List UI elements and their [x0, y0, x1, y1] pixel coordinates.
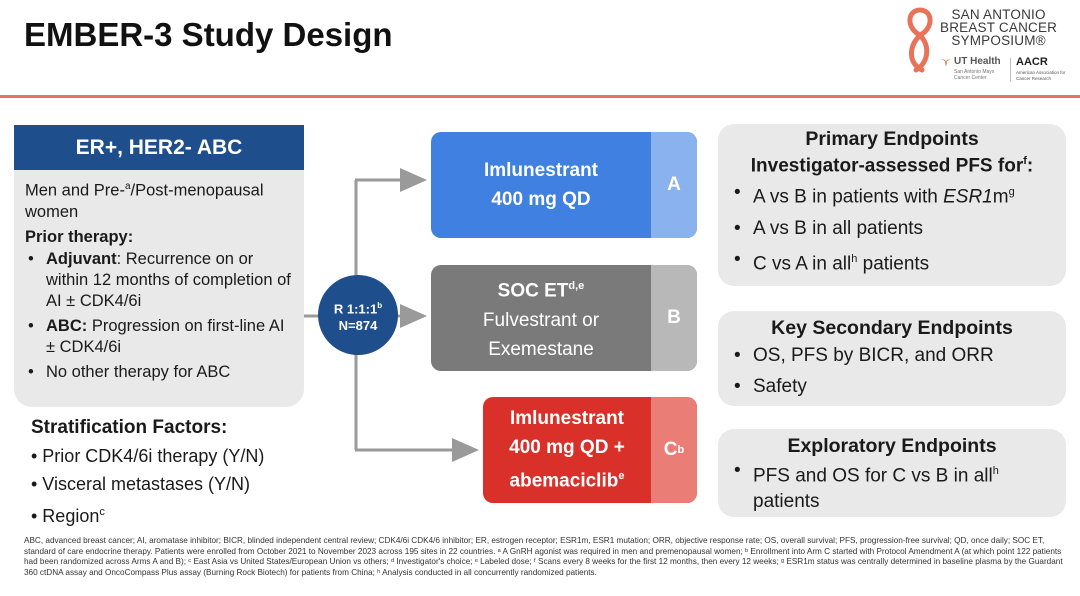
sabcs-wordmark: SAN ANTONIO BREAST CANCER SYMPOSIUM®: [940, 7, 1058, 48]
list-item: • Prior CDK4/6i therapy (Y/N): [31, 446, 265, 466]
eligibility-box: ER+, HER2- ABC Men and Pre-a/Post-menopa…: [14, 125, 304, 407]
primary-endpoints-heading: Primary Endpoints: [805, 128, 979, 150]
aacr-logo: AACR: [1016, 56, 1048, 68]
ut-health-logo: UT Health: [954, 56, 1001, 67]
list-item: C vs A in allh patients: [718, 244, 1066, 279]
list-item: • Visceral metastases (Y/N): [31, 474, 251, 494]
stratification-factors: Stratification Factors: • Prior CDK4/6i …: [31, 414, 264, 530]
arm-a-box: Imlunestrant 400 mg QD A: [431, 132, 697, 238]
ribbon-icon: [907, 7, 933, 73]
arm-a-label: A: [651, 132, 697, 238]
exploratory-endpoints-heading: Exploratory Endpoints: [787, 435, 997, 457]
list-item: PFS and OS for C vs B in allh patients: [718, 458, 1066, 515]
footnote: ABC, advanced breast cancer; AI, aromata…: [24, 536, 1063, 577]
primary-endpoints-box: Primary Endpoints Investigator-assessed …: [718, 124, 1066, 286]
arm-b-label: B: [651, 265, 697, 371]
secondary-endpoints-list: OS, PFS by BICR, and ORR Safety: [718, 340, 1066, 402]
secondary-endpoints-heading: Key Secondary Endpoints: [771, 317, 1013, 339]
stratification-heading: Stratification Factors:: [31, 417, 228, 438]
aacr-subtitle: American Association for Cancer Research: [1016, 70, 1066, 81]
arm-c-treatment: Imlunestrant 400 mg QD + abemaciclibe: [509, 408, 625, 492]
arm-b-treatment: SOC ETd,e Fulvestrant or Exemestane: [482, 280, 600, 360]
secondary-endpoints-box: Key Secondary Endpoints OS, PFS by BICR,…: [718, 311, 1066, 406]
list-item: Adjuvant: Recurrence on or within 12 mon…: [25, 249, 294, 312]
list-item: No other therapy for ABC: [25, 362, 294, 383]
arm-a-treatment: Imlunestrant 400 mg QD: [483, 160, 599, 210]
list-item: OS, PFS by BICR, and ORR: [718, 340, 1066, 371]
eligibility-body: Men and Pre-a/Post-menopausal women Prio…: [14, 170, 304, 383]
eligibility-heading: ER+, HER2- ABC: [14, 125, 304, 170]
list-item: • Regionc: [31, 506, 105, 526]
ut-health-subtitle: San Antonio Mays Cancer Center: [954, 69, 995, 81]
prior-therapy-label: Prior therapy:: [25, 227, 134, 246]
population-text: Men and Pre-a/Post-menopausal women: [25, 181, 264, 221]
exploratory-endpoints-box: Exploratory Endpoints PFS and OS for C v…: [718, 429, 1066, 517]
prior-therapy-list: Adjuvant: Recurrence on or within 12 mon…: [25, 249, 294, 383]
list-item: A vs B in patients with ESR1mg: [718, 177, 1066, 212]
list-item: Safety: [718, 371, 1066, 402]
header-divider: [0, 95, 1080, 98]
list-item: ABC: Progression on first-line AI ± CDK4…: [25, 316, 294, 358]
randomization-circle: R 1:1:1b N=874: [318, 275, 398, 355]
logo-divider: [1010, 58, 1011, 82]
arm-b-box: SOC ETd,e Fulvestrant or Exemestane B: [431, 265, 697, 371]
primary-endpoints-list: A vs B in patients with ESR1mg A vs B in…: [718, 177, 1066, 279]
longhorn-icon: [941, 59, 951, 67]
exploratory-endpoints-list: PFS and OS for C vs B in allh patients: [718, 458, 1066, 515]
primary-endpoints-subheading: Investigator-assessed PFS forf:: [750, 155, 1034, 177]
page-title: EMBER-3 Study Design: [24, 16, 393, 53]
list-item: A vs B in all patients: [718, 213, 1066, 244]
sabcs-logo: SAN ANTONIO BREAST CANCER SYMPOSIUM® UT …: [900, 4, 1075, 90]
